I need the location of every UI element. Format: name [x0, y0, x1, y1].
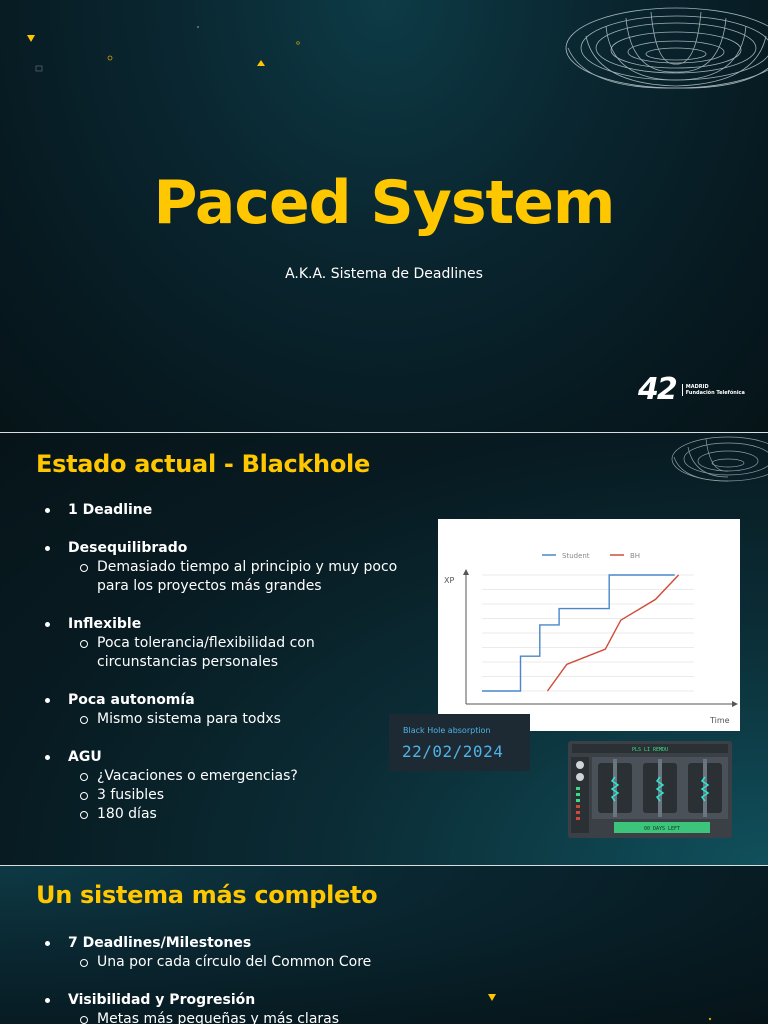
sparkles-decoration [27, 26, 300, 72]
sub-list: Una por cada círculo del Common Core [80, 953, 371, 972]
bullet-label: 7 Deadlines/Milestones [68, 935, 252, 951]
bullet-label: AGU [68, 749, 102, 765]
sub-list: Mismo sistema para todxs [80, 710, 400, 729]
bullet-label: Desequilibrado [68, 540, 188, 556]
sub-item: Metas más pequeñas y más claras [80, 1010, 371, 1024]
chart-legend-label: BH [630, 552, 640, 560]
blackhole-label: Black Hole absorption [403, 726, 491, 735]
sub-item: 180 días [80, 805, 400, 824]
sub-item: Una por cada círculo del Common Core [80, 953, 371, 972]
bullet-item: AGU ¿Vacaciones o emergencias? 3 fusible… [44, 748, 400, 824]
slide-separator [0, 865, 768, 866]
bullet-item: Desequilibrado Demasiado tiempo al princ… [44, 539, 400, 596]
chart-series-line [546, 574, 680, 692]
slide-estado-actual: Estado actual - Blackhole 1 Deadline Des… [0, 433, 768, 865]
chart-y-label: XP [444, 576, 454, 585]
logo-42-madrid: 42 MADRID Fundación Telefónica [638, 372, 745, 407]
logo-number: 42 [638, 372, 678, 407]
torus-wireframe-decoration [565, 7, 768, 89]
slide-separator [0, 432, 768, 433]
sub-item: Mismo sistema para todxs [80, 710, 400, 729]
sub-list: Demasiado tiempo al principio y muy poco… [80, 558, 400, 596]
torus-wireframe-decoration [671, 436, 768, 482]
fuse-machine-illustration: PLS LI REMDU 00 DAYS LEFT [568, 741, 732, 838]
sub-item: Demasiado tiempo al principio y muy poco… [80, 558, 400, 596]
machine-top-text: PLS LI REMDU [632, 747, 668, 753]
bullet-list: 7 Deadlines/Milestones Una por cada círc… [44, 934, 371, 1024]
sub-item: Poca tolerancia/flexibilidad con circuns… [80, 634, 380, 672]
chart-x-axis-arrow [732, 701, 738, 707]
slide-title-text: Paced System [153, 168, 616, 238]
bullet-label: Inflexible [68, 616, 142, 632]
logo-line-1: MADRID [685, 383, 709, 390]
slide-sistema-completo: Un sistema más completo 7 Deadlines/Mile… [0, 866, 768, 1024]
bullet-item: Visibilidad y Progresión Metas más peque… [44, 991, 371, 1024]
logo-line-2: Fundación Telefónica [685, 389, 745, 396]
bullet-label: Poca autonomía [68, 692, 195, 708]
bullet-list: 1 Deadline Desequilibrado Demasiado tiem… [44, 501, 400, 824]
blackhole-date: 22/02/2024 [402, 742, 504, 761]
bullet-item: Poca autonomía Mismo sistema para todxs [44, 691, 400, 729]
sub-list: ¿Vacaciones o emergencias? 3 fusibles 18… [80, 767, 400, 824]
chart-legend-label: Student [562, 552, 590, 560]
bullet-label: Visibilidad y Progresión [68, 992, 256, 1008]
xp-chart: XP Time Student BH [438, 519, 740, 731]
sub-list: Metas más pequeñas y más claras [80, 1010, 371, 1024]
sub-item: ¿Vacaciones o emergencias? [80, 767, 400, 786]
blackhole-badge: Black Hole absorption 22/02/2024 [389, 714, 530, 771]
section-heading: Estado actual - Blackhole [36, 450, 370, 478]
sub-item: 3 fusibles [80, 786, 400, 805]
slide-title: Paced System A.K.A. Sistema de Deadlines… [0, 0, 768, 432]
slide-subtitle: A.K.A. Sistema de Deadlines [285, 266, 483, 282]
machine-bottom-text: 00 DAYS LEFT [644, 826, 680, 832]
bullet-label: 1 Deadline [68, 502, 153, 518]
bullet-item: 7 Deadlines/Milestones Una por cada círc… [44, 934, 371, 972]
sub-list: Poca tolerancia/flexibilidad con circuns… [80, 634, 400, 672]
xp-chart-svg: XP Time Student BH [444, 552, 738, 725]
bullet-item: Inflexible Poca tolerancia/flexibilidad … [44, 615, 400, 672]
logo-text: MADRID Fundación Telefónica [681, 383, 745, 396]
chart-series-line [482, 574, 675, 692]
sparkles-decoration [488, 994, 712, 1021]
chart-x-label: Time [709, 716, 730, 725]
bullet-item: 1 Deadline [44, 501, 400, 520]
chart-y-axis-arrow [463, 569, 469, 575]
section-heading: Un sistema más completo [36, 881, 378, 909]
